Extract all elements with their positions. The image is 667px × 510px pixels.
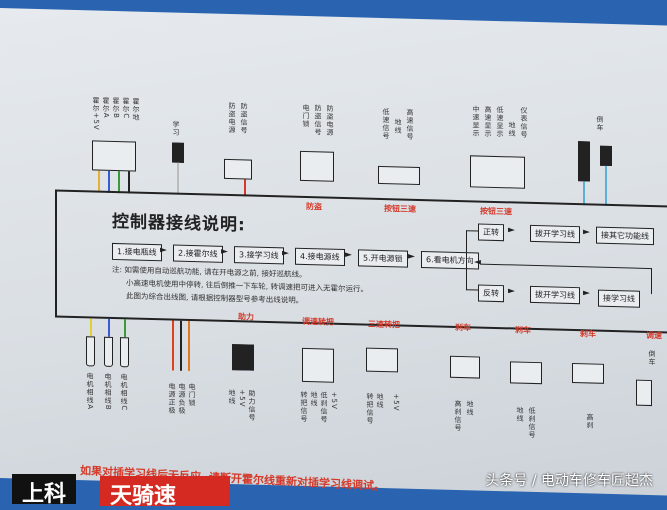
red-label-throttle: 调速转把 [302,316,334,327]
learn-label: 学习 [172,120,180,137]
assist-label-2: +5V [238,389,246,408]
tst-label-2: 地线 [376,392,384,410]
red-label-speed: 调速 [646,330,662,341]
arrow-icon: ► [160,245,167,256]
arrow-icon: ► [221,246,228,257]
arrow-icon: ► [408,251,415,262]
throttle-label-4: +5V [330,391,338,410]
instruction-title: 控制器接线说明: [112,211,246,236]
meter-label-2: 高速显示 [484,105,492,138]
brand-name: 天骑速 [100,476,230,509]
hall-label-2: 霍尔A [102,96,110,119]
step-5: 5.开电源锁 [358,249,408,268]
arrow-icon: ► [508,286,515,297]
brake1-label-1: 高刹信号 [454,399,462,433]
reverse-step-1: 拔开学习线 [530,285,580,305]
power-label-2: 电源负极 [178,382,186,415]
reverse-connector-b [600,145,612,167]
meter-label-5: 仪表信号 [520,106,528,139]
antitheft-connector [224,158,252,180]
reverse-connector-a [578,141,590,182]
assist-connector [232,344,254,371]
brake2-label-1: 地线 [516,406,524,423]
speed-label-3: 高速信号 [406,108,414,141]
meter-label-1: 中速显示 [472,105,480,138]
phase-label-a: 电机相线A [86,372,94,411]
meter-connector [470,155,525,189]
throttle-connector [302,347,334,383]
phase-terminal-c [120,337,129,368]
wiring-diagram-sheet: 霍尔+5V 霍尔A 霍尔B 霍尔C 霍尔地 学习 防盗电源 防盗信号 电门锁 防… [0,8,667,496]
arrow-left-icon: ◄ [474,257,481,268]
arrow-icon: ► [583,288,590,299]
forward-step-2: 接其它功能线 [596,226,654,246]
phase-label-c: 电机相线C [120,373,128,412]
assist-label-1: 地线 [228,388,236,406]
brake2-label-2: 低刹信号 [528,406,536,440]
reverse-label: 倒车 [596,115,604,132]
lock-label-3: 防盗电源 [326,104,334,137]
throttle-label-3: 低刹信号 [320,391,328,424]
forward-step-1: 拔开学习线 [530,224,580,244]
speed-label-2: 地线 [394,118,402,135]
branch-reverse: 反转 [478,284,504,303]
three-speed-throttle-connector [366,347,398,373]
lock-connector [300,150,334,182]
brake-connector-2 [510,361,542,385]
antitheft-label-2: 防盗信号 [240,102,248,135]
three-speed-connector [378,165,420,185]
tst-label-3: +5V [392,393,400,412]
red-label-three-speed-throttle: 三速转把 [368,319,400,330]
brake3-label: 高刹 [586,413,594,430]
branch-forward: 正转 [478,223,504,242]
power-label-3: 电门锁 [188,382,196,408]
assist-label-3: 助力信号 [248,389,256,422]
lock-label-2: 防盗信号 [314,104,322,137]
phase-terminal-b [104,336,113,367]
throttle-label-2: 地线 [310,391,318,408]
lock-label-1: 电门锁 [302,103,310,129]
step-1: 1.接电瓶线 [112,242,162,262]
hall-label-3: 霍尔B [112,96,120,119]
arrow-icon: ► [508,225,515,236]
brake-connector-3 [572,362,604,384]
learn-connector [172,142,184,163]
reverse-bottom-label: 倒车 [648,349,656,367]
tst-label-1: 转把信号 [366,392,374,425]
brake1-label-2: 地线 [466,400,474,417]
hall-label-4: 霍尔C [122,97,130,120]
arrow-icon: ► [282,248,289,259]
speed-label-1: 低速信号 [382,108,390,141]
step-4: 4.接电源线 [295,247,345,267]
brake-connector-1 [450,355,480,379]
hall-label-5: 霍尔地 [132,97,140,122]
meter-label-3: 低速显示 [496,105,504,139]
power-label-1: 电源正极 [168,382,176,415]
red-label-assist: 助力 [238,312,254,322]
watermark: 头条号 / 电动车修车匠超杰 [485,473,653,489]
reverse-step-2: 接学习线 [598,289,640,308]
hall-label-1: 霍尔+5V [92,96,100,131]
brand-logo: 上科 [12,474,77,507]
arrow-icon: ► [345,250,352,261]
step-3: 3.接学习线 [234,246,284,265]
throttle-label-1: 转把信号 [300,390,308,424]
hall-connector [92,140,136,172]
antitheft-label-1: 防盗电源 [228,101,236,135]
red-label-brake-1: 刹车 [455,322,471,333]
arrow-icon: ► [583,227,590,238]
red-label-brake-2: 刹车 [515,325,531,335]
meter-label-4: 地线 [508,121,516,138]
reverse-bottom-connector [636,379,652,407]
phase-terminal-a [86,336,95,367]
phase-label-b: 电机相线B [104,372,112,411]
red-label-brake-3: 刹车 [580,329,596,339]
step-2: 2.接霍尔线 [173,244,223,263]
